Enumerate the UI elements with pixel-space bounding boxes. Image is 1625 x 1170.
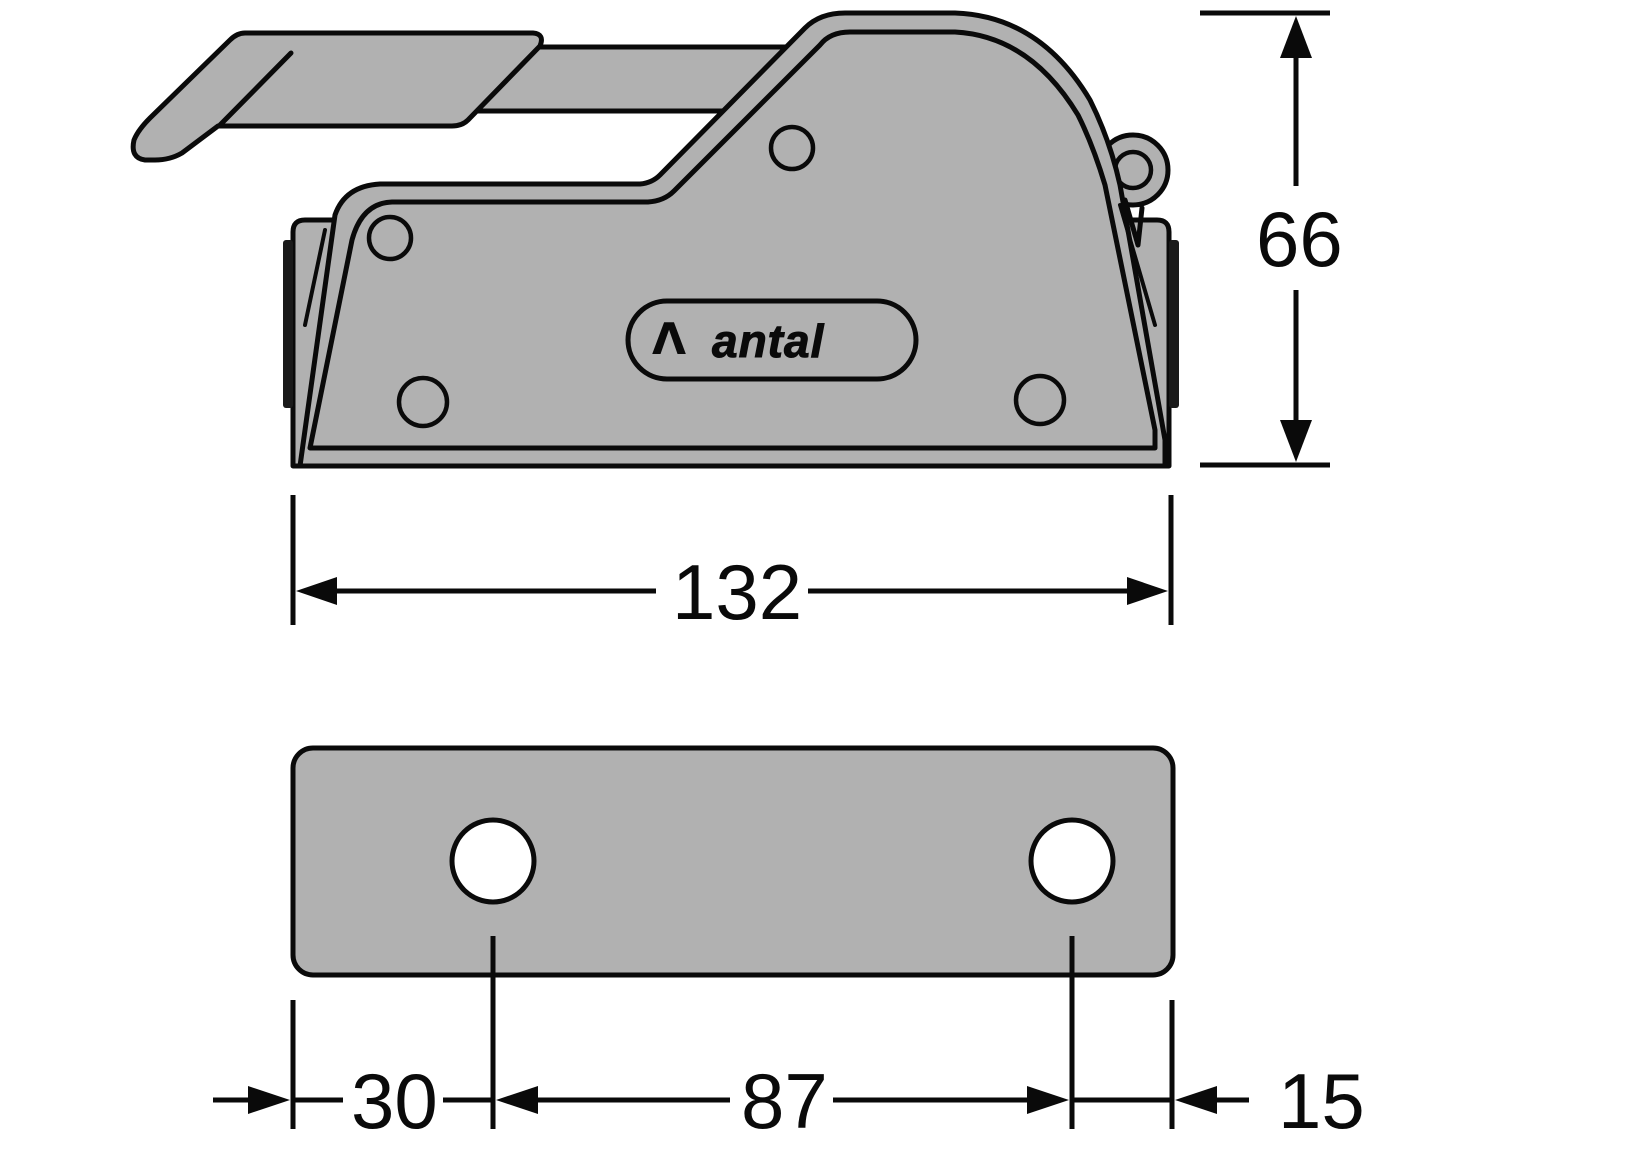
screw-head bbox=[1013, 373, 1067, 427]
dimension-label-length: 132 bbox=[668, 553, 807, 631]
mounting-hole-front bbox=[449, 817, 537, 905]
bottom-view bbox=[290, 745, 1176, 1129]
body-inner bbox=[307, 29, 1158, 451]
logo-badge bbox=[625, 298, 919, 382]
dimension-66 bbox=[1200, 10, 1330, 468]
left-end-strip bbox=[283, 240, 293, 408]
side-view bbox=[130, 10, 1179, 469]
right-end-strip bbox=[1169, 240, 1179, 408]
dimension-chain-bottom bbox=[213, 1000, 1249, 1129]
left-seam bbox=[303, 228, 327, 327]
brand-logo-text: antal bbox=[711, 315, 825, 367]
dimension-label-height: 66 bbox=[1252, 200, 1347, 278]
screw-head bbox=[366, 214, 414, 262]
dimension-label-rear-offset: 15 bbox=[1274, 1062, 1369, 1140]
base-plate bbox=[290, 745, 1176, 978]
right-seam bbox=[1118, 203, 1157, 327]
dimension-label-front-offset: 30 bbox=[347, 1062, 442, 1140]
lever-grip-line bbox=[217, 50, 294, 128]
brand-logo-mark: Λ bbox=[652, 314, 687, 365]
dimension-132 bbox=[290, 495, 1174, 625]
screw-head bbox=[396, 375, 450, 429]
mounting-hole-rear bbox=[1028, 817, 1116, 905]
screw-head bbox=[768, 124, 816, 172]
dimension-label-hole-spacing: 87 bbox=[737, 1062, 832, 1140]
body-outer bbox=[297, 10, 1168, 469]
lever-handle bbox=[130, 30, 544, 163]
